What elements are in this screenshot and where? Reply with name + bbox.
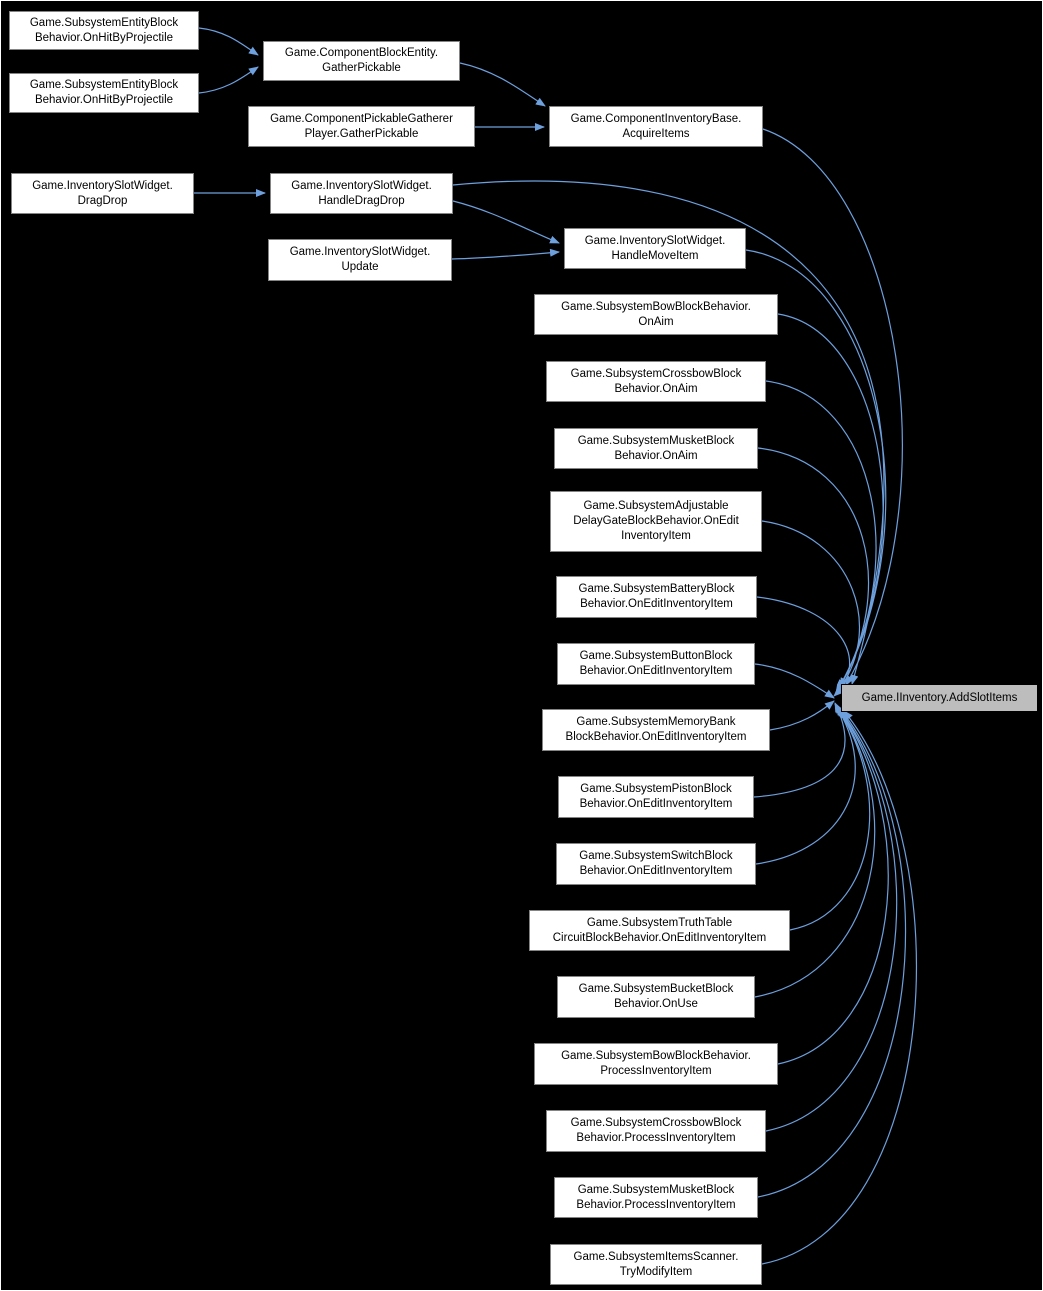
edge-memorybank-to-addslotitems <box>769 700 835 731</box>
node-label: Game.InventorySlotWidget. HandleDragDrop <box>291 179 432 207</box>
node-label: Game.SubsystemPistonBlock Behavior.OnEdi… <box>579 783 733 810</box>
node-label: Game.SubsystemEntityBlock Behavior.OnHit… <box>29 79 179 106</box>
node-label: Game.InventorySlotWidget. Update <box>289 246 431 273</box>
node-crossbow-process[interactable]: Game.SubsystemCrossbowBlock Behavior.Pro… <box>546 1110 766 1152</box>
edge-acquireitems-to-addslotitems <box>762 128 903 686</box>
edge-truthtable-to-addslotitems <box>789 705 871 931</box>
node-label: Game.SubsystemItemsScanner. TryModifyIte… <box>573 1250 739 1278</box>
node-bow-onaim[interactable]: Game.SubsystemBowBlockBehavior. OnAim <box>534 294 778 335</box>
node-musket-onaim[interactable]: Game.SubsystemMusketBlock Behavior.OnAim <box>554 428 758 469</box>
node-label: Game.InventorySlotWidget. HandleMoveItem <box>584 234 726 262</box>
node-label: Game.SubsystemCrossbowBlock Behavior.OnA… <box>570 367 742 395</box>
node-switch-onedit[interactable]: Game.SubsystemSwitchBlock Behavior.OnEdi… <box>556 843 756 885</box>
edge-bow-process-to-addslotitems <box>777 707 889 1065</box>
node-label: Game.SubsystemMemoryBank BlockBehavior.O… <box>565 716 747 743</box>
node-update[interactable]: Game.InventorySlotWidget. Update <box>268 239 452 281</box>
edge-handledragdrop-to-addslotitems <box>452 180 885 685</box>
edge-gatherpickable-to-acquireitems <box>459 62 546 107</box>
edge-update-to-handlemoveitem <box>451 248 560 260</box>
edge-itemsscanner-to-addslotitems <box>761 710 917 1265</box>
node-battery-onedit[interactable]: Game.SubsystemBatteryBlock Behavior.OnEd… <box>556 576 757 618</box>
edge-bow-onaim-to-addslotitems <box>777 313 884 690</box>
edge-musket-onaim-to-addslotitems <box>757 447 870 694</box>
edge-switch-to-addslotitems <box>755 703 856 865</box>
node-label: Game.SubsystemBucketBlock Behavior.OnUse <box>578 983 734 1010</box>
node-musket-process[interactable]: Game.SubsystemMusketBlock Behavior.Proce… <box>554 1177 758 1218</box>
node-piston-onedit[interactable]: Game.SubsystemPistonBlock Behavior.OnEdi… <box>558 776 754 818</box>
node-gatherpickable-gathererplayer[interactable]: Game.ComponentPickableGatherer Player.Ga… <box>248 106 475 147</box>
node-label: Game.ComponentBlockEntity. GatherPickabl… <box>284 47 439 74</box>
edge-onhitbyprojectile2-to-gatherpickable <box>198 66 259 94</box>
node-label: Game.ComponentInventoryBase. AcquireItem… <box>570 112 742 140</box>
edge-handledragdrop-to-handlemoveitem <box>452 200 560 244</box>
node-addslotitems-target[interactable]: Game.IInventory.AddSlotItems <box>841 684 1038 712</box>
node-handlemoveitem[interactable]: Game.InventorySlotWidget. HandleMoveItem <box>564 228 746 269</box>
node-label: Game.SubsystemBowBlockBehavior. ProcessI… <box>561 1050 751 1077</box>
node-acquireitems[interactable]: Game.ComponentInventoryBase. AcquireItem… <box>549 106 763 147</box>
node-label: Game.IInventory.AddSlotItems <box>861 691 1018 704</box>
node-dragdrop[interactable]: Game.InventorySlotWidget. DragDrop <box>11 173 194 214</box>
node-gatherpickable-blockentity[interactable]: Game.ComponentBlockEntity. GatherPickabl… <box>263 41 460 81</box>
edge-adjustabledelaygate-to-addslotitems <box>761 520 860 696</box>
node-bow-process[interactable]: Game.SubsystemBowBlockBehavior. ProcessI… <box>534 1043 778 1085</box>
node-label: Game.SubsystemSwitchBlock Behavior.OnEdi… <box>579 850 733 877</box>
node-label: Game.SubsystemMusketBlock Behavior.Proce… <box>576 1183 736 1211</box>
node-label: Game.InventorySlotWidget. DragDrop <box>32 179 173 207</box>
node-memorybank-onedit[interactable]: Game.SubsystemMemoryBank BlockBehavior.O… <box>542 709 770 751</box>
node-label: Game.SubsystemCrossbowBlock Behavior.Pro… <box>570 1117 742 1144</box>
node-label: Game.SubsystemBowBlockBehavior. OnAim <box>561 300 751 328</box>
node-onhitbyprojectile-2[interactable]: Game.SubsystemEntityBlock Behavior.OnHit… <box>9 73 199 113</box>
node-onhitbyprojectile-1[interactable]: Game.SubsystemEntityBlock Behavior.OnHit… <box>9 11 199 50</box>
edge-battery-to-addslotitems <box>756 596 851 697</box>
edge-crossbow-process-to-addslotitems <box>765 708 898 1132</box>
edge-bucket-to-addslotitems <box>754 706 876 998</box>
node-label: Game.SubsystemButtonBlock Behavior.OnEdi… <box>579 650 733 677</box>
node-button-onedit[interactable]: Game.SubsystemButtonBlock Behavior.OnEdi… <box>557 643 755 685</box>
node-label: Game.SubsystemBatteryBlock Behavior.OnEd… <box>578 583 735 610</box>
node-crossbow-onaim[interactable]: Game.SubsystemCrossbowBlock Behavior.OnA… <box>546 361 766 402</box>
edge-piston-to-addslotitems <box>753 702 846 798</box>
node-label: Game.SubsystemEntityBlock Behavior.OnHit… <box>29 16 179 44</box>
edge-onhitbyprojectile1-to-gatherpickable <box>198 27 259 56</box>
edge-crossbow-onaim-to-addslotitems <box>765 380 877 692</box>
edge-musket-process-to-addslotitems <box>757 709 907 1198</box>
node-truthtable-onedit[interactable]: Game.SubsystemTruthTable CircuitBlockBeh… <box>529 910 790 951</box>
node-bucket-onuse[interactable]: Game.SubsystemBucketBlock Behavior.OnUse <box>557 976 755 1018</box>
node-label: Game.SubsystemTruthTable CircuitBlockBeh… <box>552 916 767 944</box>
node-itemsscanner-trymodify[interactable]: Game.SubsystemItemsScanner. TryModifyIte… <box>550 1244 762 1285</box>
node-label: Game.SubsystemMusketBlock Behavior.OnAim <box>577 434 735 462</box>
node-adjustabledelaygate-onedit[interactable]: Game.SubsystemAdjustable DelayGateBlockB… <box>550 491 762 552</box>
node-label: Game.ComponentPickableGatherer Player.Ga… <box>270 112 453 140</box>
node-handledragdrop[interactable]: Game.InventorySlotWidget. HandleDragDrop <box>270 173 453 214</box>
edge-button-to-addslotitems <box>754 663 835 699</box>
node-label: Game.SubsystemAdjustable DelayGateBlockB… <box>573 500 739 542</box>
